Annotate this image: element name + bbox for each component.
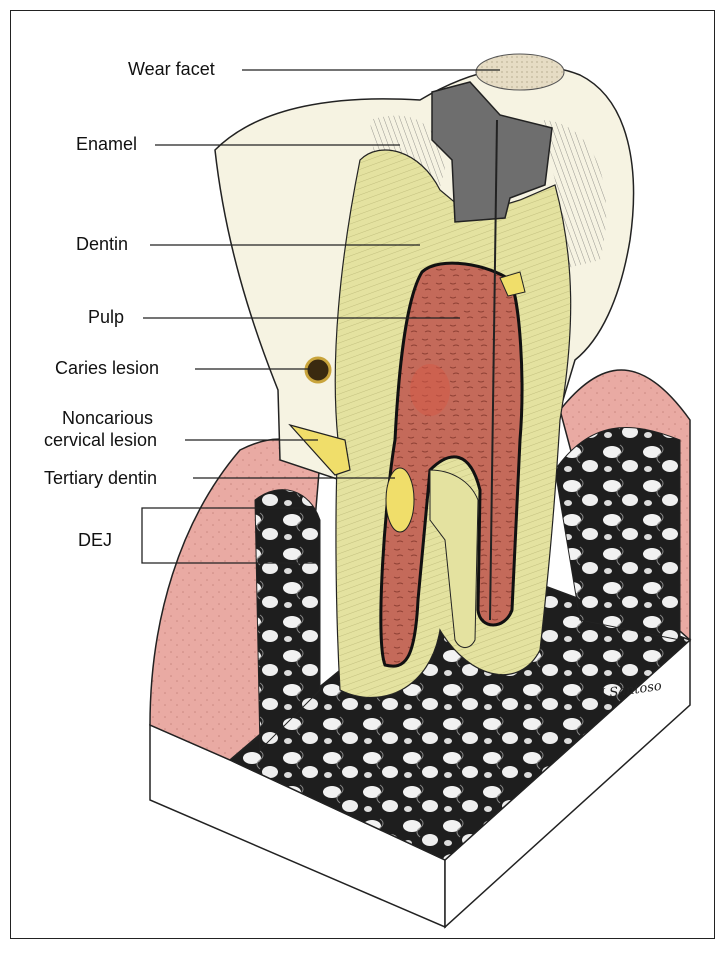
tertiary-dentin <box>385 271 526 533</box>
label-noncarious-line-1: Noncarious <box>62 408 154 428</box>
label-enamel: Enamel <box>76 134 138 154</box>
label-noncarious-line-2: cervical lesion <box>44 430 158 450</box>
wear-facet <box>475 53 565 91</box>
label-wear-facet: Wear facet <box>128 59 215 79</box>
label-dej: DEJ <box>78 530 113 550</box>
noncarious-cervical-lesion <box>288 423 351 476</box>
leader-lines <box>141 69 500 564</box>
caries-lesion <box>304 356 450 416</box>
label-pulp: Pulp <box>88 307 125 327</box>
alveolar-bone <box>254 427 681 752</box>
label-dentin: Dentin <box>76 234 129 254</box>
restoration <box>431 81 553 223</box>
pulp <box>379 261 524 668</box>
label-caries-lesion: Caries lesion <box>55 358 160 378</box>
label-tertiary-dentin: Tertiary dentin <box>44 468 158 488</box>
